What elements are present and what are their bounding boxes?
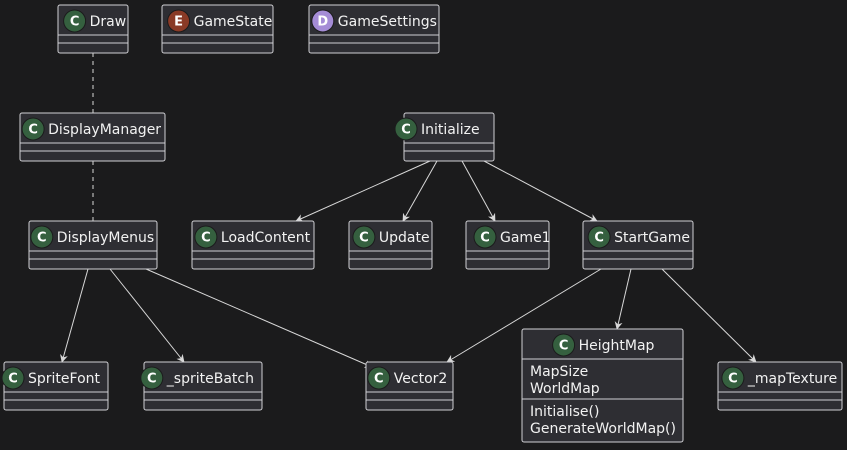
class-vector2: C Vector2 (365, 361, 454, 411)
class-initialize: C Initialize (394, 112, 495, 162)
class-box (717, 361, 843, 411)
class-gamestate: E GameState (161, 4, 274, 54)
class-name: Update (379, 230, 430, 246)
stereotype-icon (311, 9, 335, 33)
class-name: HeightMap (579, 338, 655, 354)
stereotype-letter: C (359, 231, 369, 246)
class-name: _mapTexture (747, 371, 837, 387)
relation-startgame-to-vector2 (446, 268, 602, 363)
class-box (521, 328, 684, 443)
stereotype-icon (30, 225, 54, 249)
class-heightmap: C HeightMapMapSizeWorldMapInitialise()Gen… (521, 328, 684, 443)
class-spritefont: C SpriteFont (1, 361, 109, 411)
class-name: GameSettings (338, 14, 437, 30)
class-game1: C Game1 (465, 220, 551, 270)
class-gamesettings: D GameSettings (308, 4, 440, 54)
stereotype-letter: C (559, 339, 569, 354)
class-displaymanager: C DisplayManager (19, 112, 166, 162)
stereotype-icon (352, 225, 376, 249)
class-box (28, 220, 158, 270)
stereotype-icon (394, 117, 418, 141)
relation-initialize-to-startgame (483, 160, 598, 222)
class-maptexture: C _mapTexture (717, 361, 843, 411)
stereotype-letter: C (401, 123, 411, 138)
stereotype-letter: C (70, 15, 80, 30)
stereotype-icon (473, 225, 497, 249)
stereotype-letter: C (28, 123, 38, 138)
class-name: GameState (194, 14, 273, 30)
stereotype-icon (587, 225, 611, 249)
class-box (3, 361, 109, 411)
class-name: DisplayMenus (57, 230, 154, 246)
class-name: Initialize (421, 122, 480, 138)
relation-startgame-to-maptexture (661, 268, 757, 363)
class-startgame: C StartGame (582, 220, 694, 270)
class-method: Initialise() (530, 404, 599, 420)
relation-displaymenus-to-spritebatch (109, 268, 185, 363)
class-name: _spriteBatch (166, 371, 254, 387)
stereotype-icon (140, 366, 164, 390)
class-box (19, 112, 166, 162)
class-draw: C Draw (57, 4, 129, 54)
class-box (308, 4, 440, 54)
class-box (161, 4, 274, 54)
stereotype-letter: C (147, 372, 157, 387)
class-box (582, 220, 694, 270)
stereotype-letter: E (174, 15, 183, 30)
stereotype-icon (21, 117, 45, 141)
stereotype-icon (1, 366, 25, 390)
stereotype-letter: C (201, 231, 211, 246)
class-method: GenerateWorldMap() (530, 421, 676, 437)
stereotype-letter: C (8, 372, 18, 387)
relation-displaymenus-to-vector2 (145, 268, 373, 368)
stereotype-letter: C (480, 231, 490, 246)
class-field: WorldMap (530, 381, 600, 397)
class-spritebatch: C _spriteBatch (140, 361, 263, 411)
relation-initialize-to-game1 (461, 160, 496, 222)
class-loadcontent: C LoadContent (191, 220, 315, 270)
stereotype-icon (367, 366, 391, 390)
stereotype-letter: C (728, 372, 738, 387)
stereotype-icon (721, 366, 745, 390)
class-field: MapSize (530, 364, 588, 380)
class-name: Vector2 (394, 371, 448, 387)
stereotype-icon (552, 333, 576, 357)
class-box (191, 220, 315, 270)
relations-layer (60, 53, 757, 368)
stereotype-icon (194, 225, 218, 249)
class-name: LoadContent (221, 230, 311, 246)
relation-initialize-to-update (402, 160, 438, 222)
stereotype-letter: D (317, 15, 328, 30)
class-name: DisplayManager (48, 122, 161, 138)
relation-startgame-to-heightmap (614, 268, 632, 330)
class-name: SpriteFont (28, 371, 101, 387)
stereotype-icon (167, 9, 191, 33)
class-name: Draw (90, 14, 127, 30)
class-name: Game1 (500, 230, 551, 246)
class-update: C Update (348, 220, 433, 270)
stereotype-letter: C (374, 372, 384, 387)
stereotype-letter: C (37, 231, 47, 246)
relation-displaymenus-to-spritefont (60, 268, 89, 363)
class-displaymenus: C DisplayMenus (28, 220, 158, 270)
relation-initialize-to-loadcontent (295, 160, 431, 222)
stereotype-letter: C (594, 231, 604, 246)
stereotype-icon (63, 9, 87, 33)
class-name: StartGame (614, 230, 690, 246)
